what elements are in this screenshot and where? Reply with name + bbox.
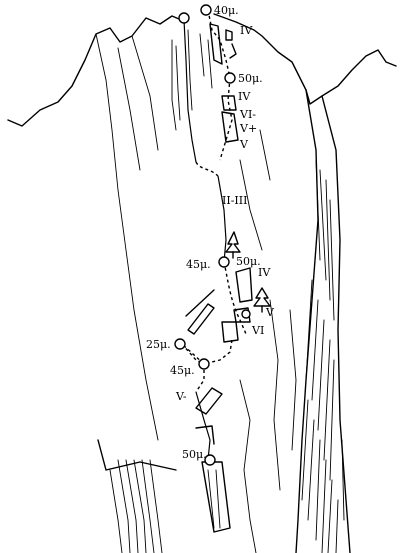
belay-station-icon xyxy=(218,256,230,268)
grade-label: IV xyxy=(240,24,253,37)
station-label: 50μ. xyxy=(236,255,261,268)
grade-label: VI- xyxy=(239,108,256,121)
route-features xyxy=(185,23,253,533)
grade-label: II-III xyxy=(222,194,247,207)
station-label: 40μ. xyxy=(214,4,239,17)
grade-label: V xyxy=(239,138,249,151)
belay-stations xyxy=(174,4,251,466)
route-line xyxy=(181,9,247,461)
tree-icon xyxy=(225,231,241,259)
grade-label: V xyxy=(265,306,275,319)
grade-labels: IV IV VI- V+ V II-III IV V VI V- xyxy=(175,24,275,403)
grade-label: VI xyxy=(251,324,264,337)
belay-station-icon xyxy=(198,358,210,370)
belay-station-icon xyxy=(224,72,236,84)
belay-station-icon xyxy=(200,4,212,16)
belay-station-icon xyxy=(174,338,186,350)
station-label: 25μ. xyxy=(146,338,171,351)
tree-icon xyxy=(253,287,271,313)
station-label: 50μ. xyxy=(238,72,263,85)
station-label: 50μ. xyxy=(182,448,207,461)
belay-station-icon xyxy=(241,309,251,319)
grade-label: V- xyxy=(175,390,187,403)
grade-label: IV xyxy=(238,90,251,103)
station-label: 45μ. xyxy=(186,258,211,271)
belay-station-icon xyxy=(204,454,216,466)
rock-face-outline xyxy=(7,13,397,553)
belay-station-icon xyxy=(178,12,190,24)
station-label: 45μ. xyxy=(170,364,195,377)
grade-label: V+ xyxy=(239,122,257,135)
grade-label: IV xyxy=(258,266,271,279)
pitch-length-labels: 40μ. 50μ. 45μ. 50μ. 25μ. 45μ. 50μ. xyxy=(146,4,263,461)
